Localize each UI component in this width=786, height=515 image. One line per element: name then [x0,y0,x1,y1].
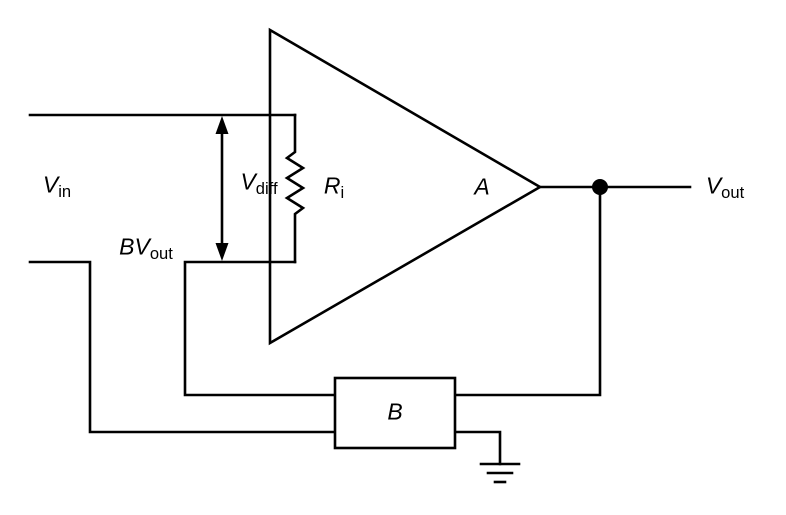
bvout-subscript: out [149,244,173,264]
vout-symbol: V [705,172,722,199]
gain-symbol: A [474,173,490,200]
feedback-b-symbol: B [387,398,403,425]
feedback-tap-wire [453,185,602,397]
ri-subscript: i [340,183,345,203]
bvout-symbol: BV [119,233,150,260]
resistor-ri [284,113,306,264]
lower-input-wire [28,260,337,434]
vdiff-arrowhead-up [215,116,229,134]
vin-label: Vin [43,173,71,200]
gain-label: A [474,173,490,200]
ground-wire [453,430,502,466]
feedback-output-wire [183,260,337,397]
vin-subscript: in [58,182,72,202]
ground-icon [479,462,521,484]
vout-subscript: out [721,183,745,203]
amplifier-triangle [268,27,543,346]
vout-label: Vout [706,174,744,201]
feedback-box [333,376,457,450]
vin-symbol: V [42,171,59,198]
vdiff-symbol: V [240,168,256,195]
ri-symbol: R [323,172,341,199]
output-node-dot [592,179,608,195]
ri-label: Ri [324,174,344,201]
feedback-b-label: B [387,398,403,425]
vdiff-arrow [215,116,229,261]
bvout-label: BVout [119,235,173,262]
vdiff-label: Vdiff [240,170,277,197]
vdiff-subscript: diff [255,179,278,199]
vdiff-arrowhead-down [215,243,229,261]
